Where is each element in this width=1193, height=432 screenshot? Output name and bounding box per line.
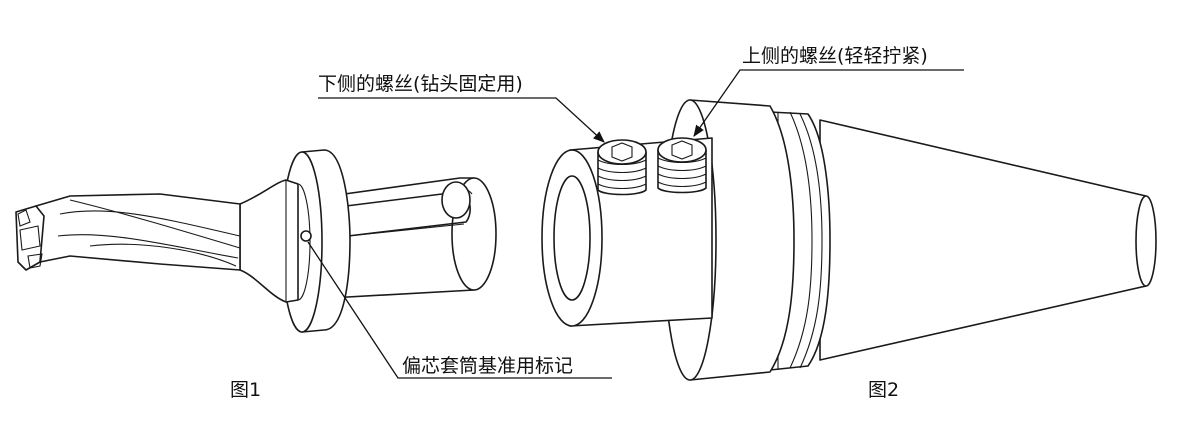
sleeve-reference-mark (300, 230, 312, 242)
holder-taper (819, 119, 1157, 361)
eccentric-sleeve-tube (329, 177, 497, 299)
figure-1: 偏芯套筒基准用标记 图1 (15, 149, 612, 401)
upper-screw (657, 137, 707, 194)
label-lower-screw: 下侧的螺丝(钻头固定用) (318, 73, 523, 95)
label-upper-screw: 上侧的螺丝(轻轻拧紧) (742, 45, 928, 67)
figure-1-caption: 图1 (230, 379, 261, 401)
figure-2-caption: 图2 (868, 379, 899, 401)
lower-screw (597, 139, 647, 196)
drill-body (15, 193, 241, 271)
label-sleeve-reference-mark: 偏芯套筒基准用标记 (402, 355, 573, 377)
drill-shank (239, 179, 312, 303)
figure-2: 下侧的螺丝(钻头固定用) 上侧的螺丝(轻轻拧紧) 图2 (318, 45, 1157, 401)
